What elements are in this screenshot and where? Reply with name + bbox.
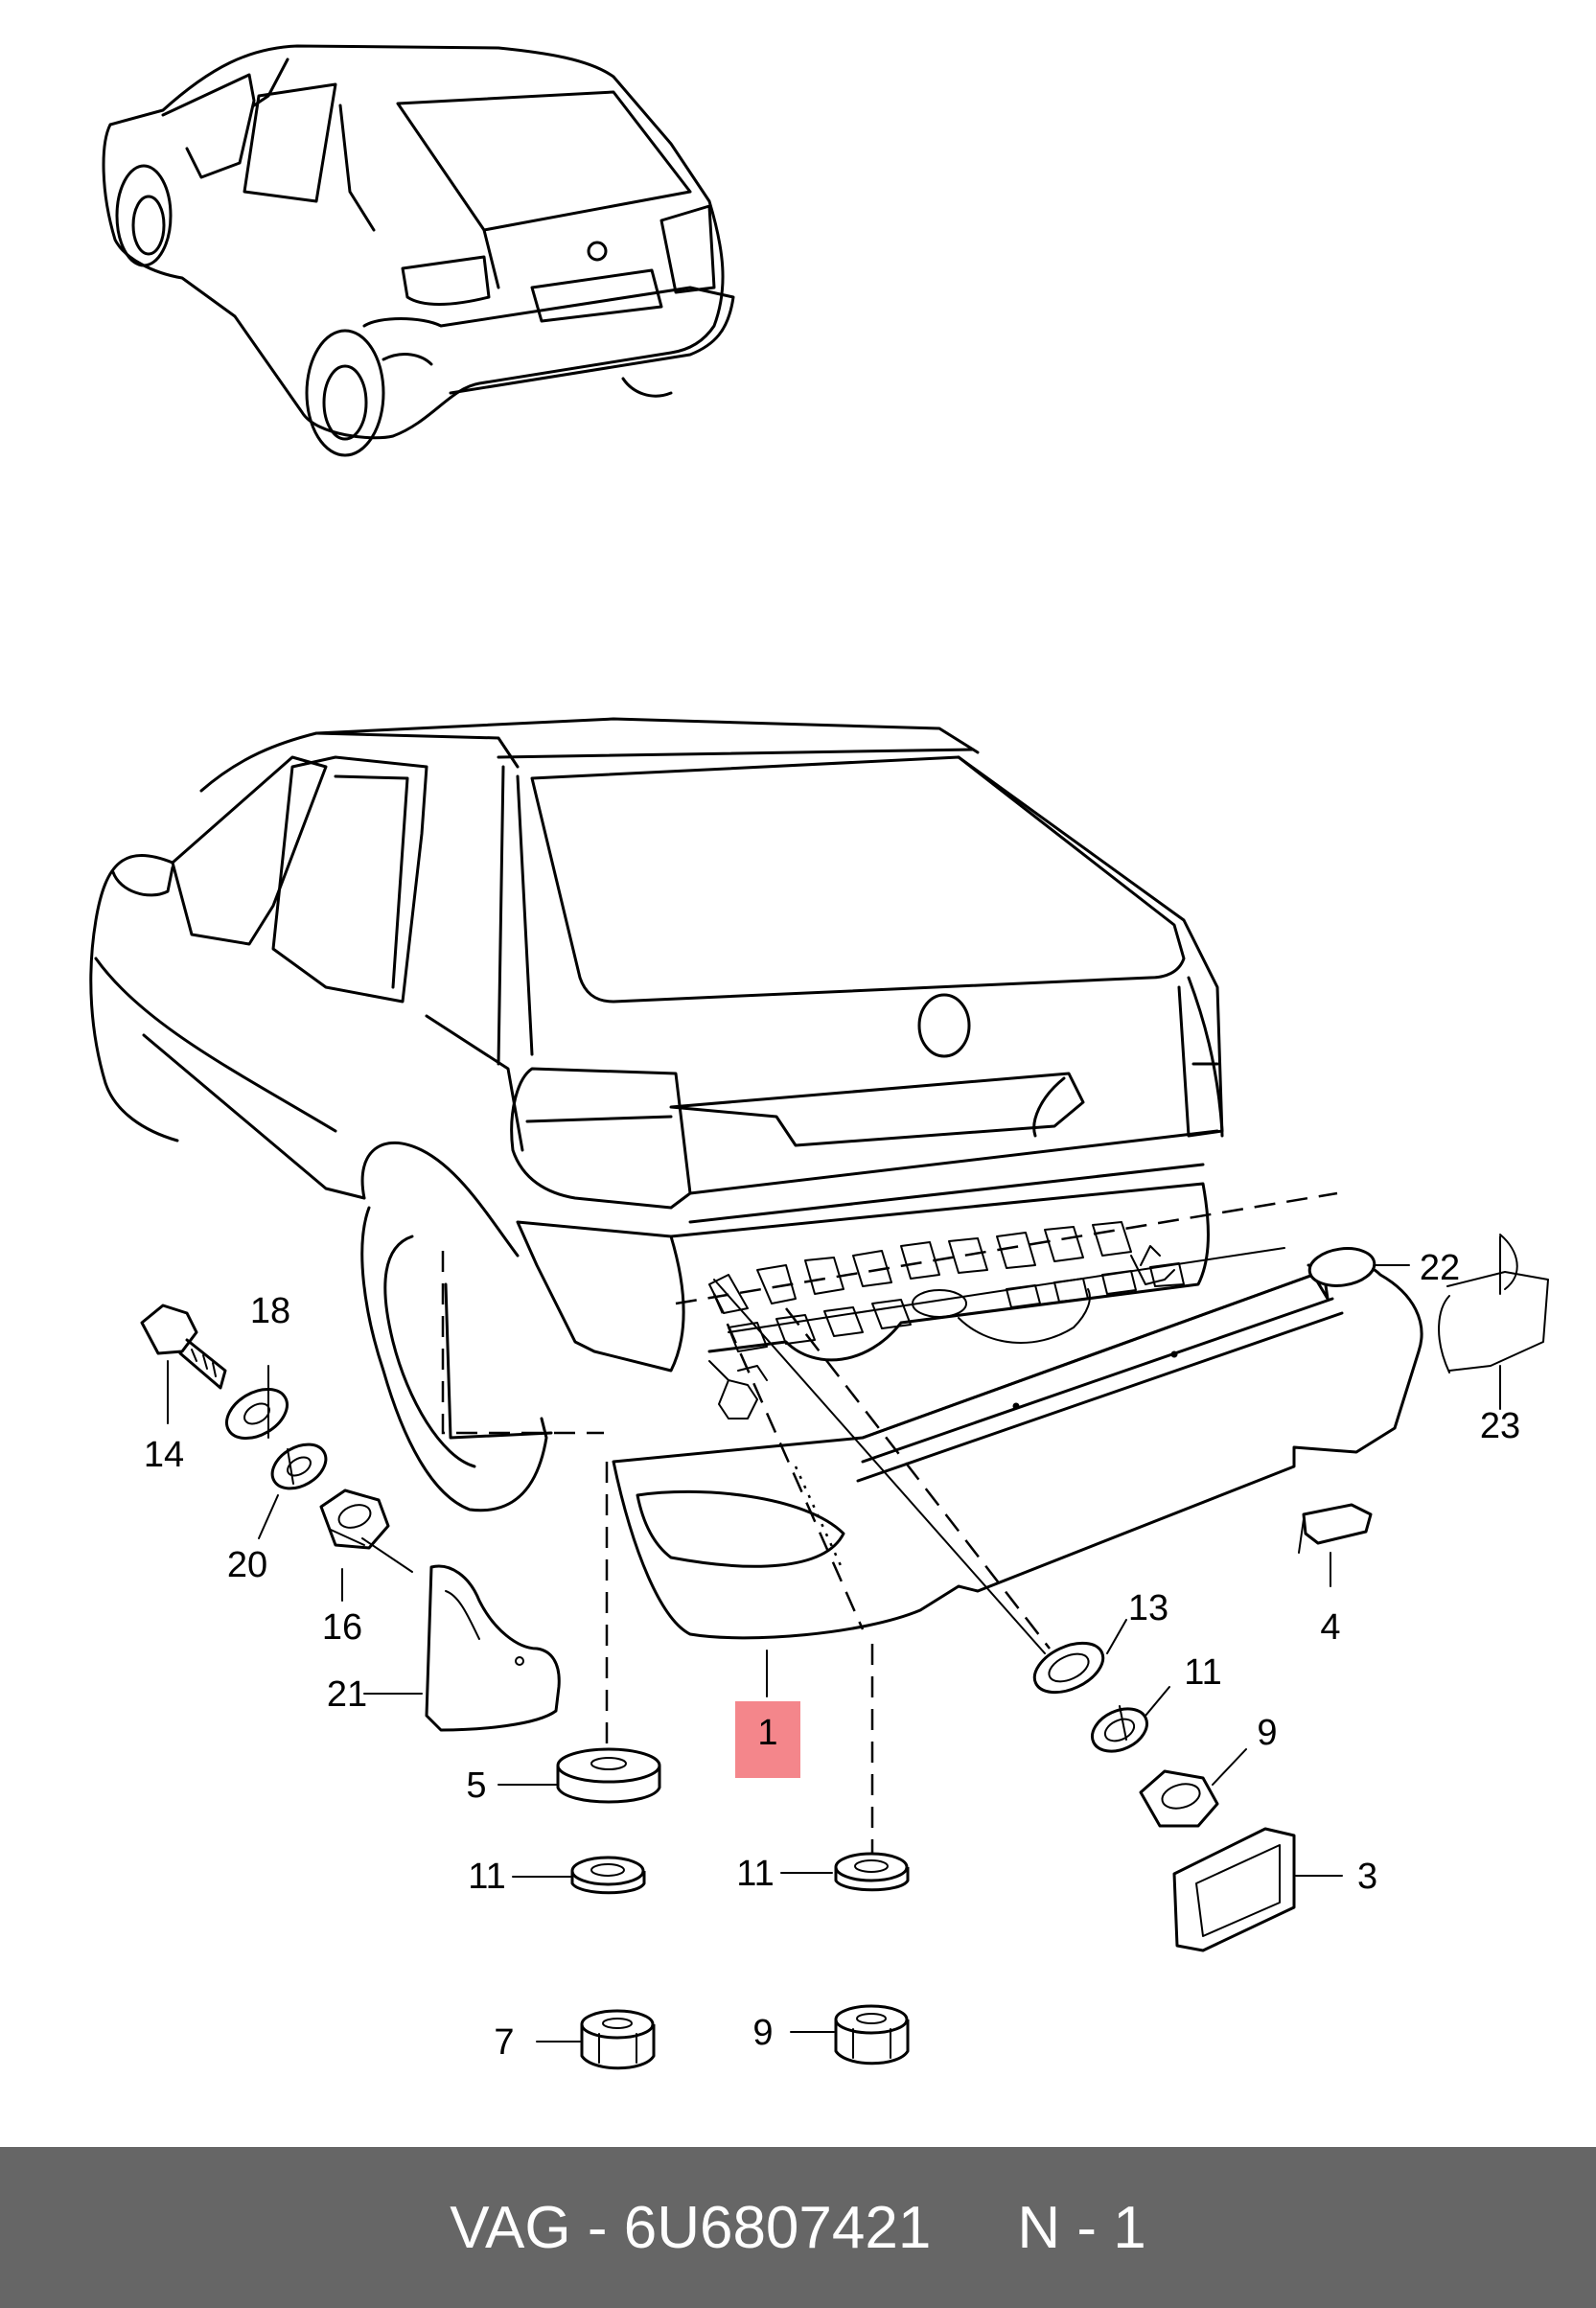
part-14-bolt (140, 1304, 227, 1390)
callout-21: 21 (327, 1674, 367, 1715)
callout-3: 3 (1357, 1857, 1377, 1897)
part-13-washer (1032, 1641, 1105, 1695)
callout-11-center: 11 (736, 1854, 774, 1894)
part-info-bar: VAG - 6U6807421 N - 1 (0, 2147, 1596, 2308)
callout-7: 7 (494, 2022, 514, 2063)
part-18-washer (225, 1387, 289, 1441)
callout-1: 1 (757, 1713, 777, 1753)
callout-13: 13 (1128, 1588, 1168, 1628)
part-9-nut-center (834, 2004, 910, 2066)
callout-23: 23 (1480, 1406, 1520, 1446)
part-23-trim (1446, 1271, 1549, 1372)
callout-22: 22 (1420, 1248, 1460, 1288)
callout-16: 16 (322, 1607, 362, 1648)
part-20-spring-washer (270, 1442, 328, 1490)
callout-11-left: 11 (468, 1857, 505, 1897)
car-body (89, 717, 1224, 1512)
part-21-mudflap (425, 1564, 561, 1732)
part-number: VAG - 6U6807421 (450, 2194, 932, 2261)
part-3-block (1172, 1827, 1296, 1952)
part-5-washer (556, 1747, 661, 1804)
part-16-nut (319, 1489, 390, 1550)
callout-9-center: 9 (752, 2013, 773, 2053)
part-9-nut-right (1139, 1769, 1219, 1828)
part-22-reflector (1307, 1247, 1376, 1287)
callout-4: 4 (1320, 1607, 1340, 1648)
callout-14: 14 (144, 1435, 184, 1475)
part-11-spring-washer-right (1091, 1705, 1148, 1753)
parts-diagram: 1 3 4 5 7 9 9 11 11 11 13 14 16 18 20 21… (89, 44, 1549, 2070)
overview-car (102, 44, 735, 457)
callout-11-right: 11 (1184, 1652, 1221, 1693)
part-11-spring-washer-center (834, 1852, 910, 1892)
callout-18: 18 (250, 1291, 290, 1331)
diagram-position: N - 1 (1017, 2194, 1146, 2261)
callout-9-right: 9 (1257, 1713, 1277, 1753)
part-11-spring-washer-left (570, 1856, 646, 1895)
part-4-bracket (1302, 1503, 1373, 1545)
callout-5: 5 (466, 1766, 486, 1806)
part-7-nut (580, 2009, 656, 2070)
callout-20: 20 (227, 1545, 267, 1585)
rear-bumper (612, 1263, 1423, 1640)
part-1-highlight (735, 1701, 800, 1778)
